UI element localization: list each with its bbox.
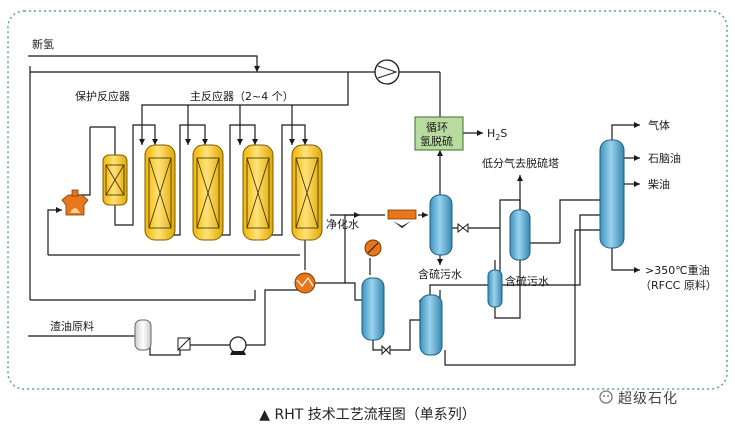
- main-reactor-1: [144, 144, 176, 241]
- heat-exchanger: [294, 272, 316, 294]
- label-low-pressure-gas: 低分气去脱硫塔: [482, 156, 559, 170]
- wechat-icon: [599, 390, 613, 404]
- diagram-frame: [7, 10, 728, 390]
- main-reactor-4: [291, 144, 323, 241]
- main-reactor-2: [192, 144, 224, 241]
- label-diesel: 柴油: [648, 177, 670, 191]
- recycle-compressor: [374, 59, 400, 85]
- fractionator: [599, 139, 625, 249]
- furnace: [61, 189, 89, 216]
- figure-caption: ▲ RHT 技术工艺流程图（单系列）: [259, 407, 476, 423]
- residue-feed-tank: [134, 319, 152, 351]
- flash-column: [419, 294, 443, 356]
- label-naphtha: 石脑油: [648, 151, 681, 165]
- air-cooler: [387, 209, 417, 228]
- watermark: 超级石化: [618, 391, 678, 407]
- label-residue-feed: 渣油原料: [50, 319, 94, 333]
- feed-filter: [177, 337, 191, 351]
- cold-separator-drum: [487, 269, 503, 308]
- label-recycle-line2: 氢脱硫: [420, 134, 453, 148]
- label-main-reactor: 主反应器（2~4 个）: [190, 89, 294, 103]
- label-h2s: H2S: [487, 127, 507, 142]
- label-new-hydrogen: 新氢: [32, 37, 54, 51]
- label-guard-reactor: 保护反应器: [75, 89, 130, 103]
- stripper-column: [361, 277, 385, 341]
- feed-pump: [229, 336, 247, 355]
- trim-cooler: [364, 239, 382, 257]
- valve-icon: [381, 222, 469, 356]
- label-recycle-line1: 循环: [426, 121, 448, 134]
- label-gas: 气体: [648, 118, 670, 132]
- label-sour-water-2: 含硫污水: [505, 274, 549, 288]
- low-pressure-separator: [509, 209, 531, 261]
- recycle-h2-desulfurization: [414, 116, 464, 151]
- label-heavy-oil: >350℃重油: [645, 263, 710, 277]
- hot-high-pressure-separator: [429, 194, 453, 256]
- guard-reactor: [102, 154, 128, 206]
- label-rfcc-feed: （RFCC 原料）: [640, 278, 717, 292]
- label-sour-water-1: 含硫污水: [418, 267, 462, 281]
- label-purified-water: 净化水: [326, 217, 359, 231]
- main-reactor-3: [242, 144, 274, 241]
